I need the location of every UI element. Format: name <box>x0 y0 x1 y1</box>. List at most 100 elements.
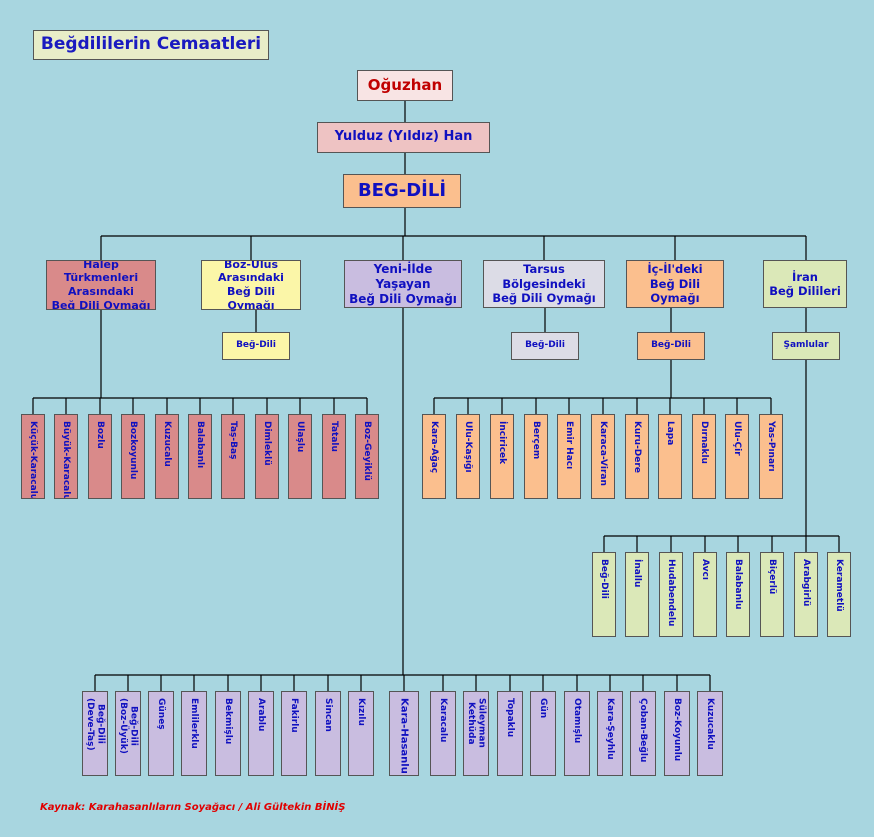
leaf-ic-il: Kuru-Dere <box>625 414 649 499</box>
leaf-iran: Hudabendelu <box>659 552 683 637</box>
leaf-ic-il: Ulu-Kaşığı <box>456 414 480 499</box>
leaf-label: Güneş <box>156 698 166 730</box>
leaf-ic-il: Kara-Ağaç <box>422 414 446 499</box>
leaf-label: Kızılu <box>356 698 366 726</box>
leaf-iran: Avcı <box>693 552 717 637</box>
subgroup-ic-il: Beğ-Dili <box>637 332 705 360</box>
leaf-label: Emlilerklu <box>189 698 199 749</box>
leaf-ic-il: Berçem <box>524 414 548 499</box>
leaf-label: Kara-Şeyhlu <box>605 698 615 760</box>
leaf-label: Gün <box>538 698 548 719</box>
leaf-label: Topaklu <box>505 698 515 738</box>
leaf-label: Büyük-Karacalu <box>61 421 71 499</box>
leaf-ic-il: Ulu-Çir <box>725 414 749 499</box>
leaf-label: İnciricek <box>497 421 507 465</box>
leaf-yeni-il: Topaklu <box>497 691 523 776</box>
leaf-halep: Bozlu <box>88 414 112 499</box>
leaf-label: Kara-Hasanlu <box>398 698 410 774</box>
leaf-iran: Arabgirlü <box>794 552 818 637</box>
leaf-yeni-il: Kızılu <box>348 691 374 776</box>
root-node: Oğuzhan <box>357 70 453 101</box>
leaf-yeni-il: Güneş <box>148 691 174 776</box>
group-yeni-il: Yeni-İlde Yaşayan Beğ Dili Oymağı <box>344 260 462 308</box>
leaf-yeni-il: Kara-Hasanlu <box>389 691 419 776</box>
leaf-label: Fakirlu <box>289 698 299 733</box>
leaf-halep: Bozkoyunlu <box>121 414 145 499</box>
leaf-label: Bozkoyunlu <box>128 421 138 480</box>
leaf-label: Hudabendelu <box>666 559 676 627</box>
leaf-yeni-il: Gün <box>530 691 556 776</box>
leaf-yeni-il: Kuzucaklu <box>697 691 723 776</box>
leaf-ic-il: Emir Hacı <box>557 414 581 499</box>
leaf-label: Dimleklü <box>262 421 272 466</box>
leaf-yeni-il: Arablu <box>248 691 274 776</box>
leaf-label: Küçük-Karacalu <box>28 421 38 499</box>
leaf-label: Kuzucalu <box>162 421 172 467</box>
leaf-halep: Büyük-Karacalu <box>54 414 78 499</box>
leaf-label: Beğ-Dili (Deve-Taş) <box>85 698 106 751</box>
leaf-iran: Beğ-Dili <box>592 552 616 637</box>
diagram-title: Beğdililerin Cemaatleri <box>33 30 269 60</box>
leaf-halep: Dimleklü <box>255 414 279 499</box>
leaf-label: Biçerlü <box>767 559 777 595</box>
leaf-yeni-il: Otamışlu <box>564 691 590 776</box>
leaf-label: Sincan <box>323 698 333 732</box>
group-boz-ulus: Boz-Ulus Arasındaki Beğ Dili Oymağı <box>201 260 301 310</box>
leaf-iran: Biçerlü <box>760 552 784 637</box>
leaf-label: İnallu <box>632 559 642 588</box>
group-ic-il: İç-İl'deki Beğ Dili Oymağı <box>626 260 724 308</box>
leaf-ic-il: İnciricek <box>490 414 514 499</box>
leaf-label: Kara-Ağaç <box>429 421 439 474</box>
leaf-label: Taş-Baş <box>228 421 238 460</box>
leaf-yeni-il: Emlilerklu <box>181 691 207 776</box>
leaf-label: Balabanlı <box>195 421 205 469</box>
leaf-label: Ulaşlu <box>295 421 305 453</box>
subgroup-iran: Şamlular <box>772 332 840 360</box>
leaf-iran: İnallu <box>625 552 649 637</box>
leaf-ic-il: Lapa <box>658 414 682 499</box>
leaf-yeni-il: Bekmişlu <box>215 691 241 776</box>
leaf-label: Çoban-Beğlu <box>638 698 648 763</box>
leaf-label: Karaca-Viran <box>598 421 608 486</box>
leaf-label: Lapa <box>665 421 675 446</box>
leaf-iran: Kerametlü <box>827 552 851 637</box>
leaf-label: Boz-Geyiklü <box>362 421 372 481</box>
leaf-ic-il: Dırnaklu <box>692 414 716 499</box>
leaf-yeni-il: Çoban-Beğlu <box>630 691 656 776</box>
leaf-label: Beğ-Dili <box>599 559 609 599</box>
leaf-yeni-il: Sincan <box>315 691 341 776</box>
leaf-label: Karacalu <box>438 698 448 743</box>
leaf-label: Süleyman Kethüda <box>466 698 487 748</box>
leaf-ic-il: Yas-Pınarı <box>759 414 783 499</box>
leaf-yeni-il: Boz-Koyunlu <box>664 691 690 776</box>
subgroup-tarsus: Beğ-Dili <box>511 332 579 360</box>
leaf-iran: Balabanlu <box>726 552 750 637</box>
leaf-label: Otamışlu <box>572 698 582 744</box>
leaf-yeni-il: Fakirlu <box>281 691 307 776</box>
leaf-label: Bozlu <box>95 421 105 449</box>
leaf-halep: Kuzucalu <box>155 414 179 499</box>
leaf-halep: Boz-Geyiklü <box>355 414 379 499</box>
group-halep: Halep Türkmenleri Arasındaki Beğ Dili Oy… <box>46 260 156 310</box>
leaf-label: Kuzucaklu <box>705 698 715 750</box>
level3-node: BEG-DİLİ <box>343 174 461 208</box>
leaf-label: Ulu-Kaşığı <box>463 421 473 473</box>
source-caption: Kaynak: Karahasanlıların Soyağacı / Ali … <box>40 802 346 813</box>
leaf-label: Arablu <box>256 698 266 732</box>
group-tarsus: Tarsus Bölgesindeki Beğ Dili Oymağı <box>483 260 605 308</box>
leaf-halep: Taş-Baş <box>221 414 245 499</box>
leaf-yeni-il: Beğ-Dili (Deve-Taş) <box>82 691 108 776</box>
leaf-label: Berçem <box>531 421 541 460</box>
leaf-label: Kerametlü <box>834 559 844 612</box>
leaf-yeni-il: Kara-Şeyhlu <box>597 691 623 776</box>
leaf-label: Tatalu <box>329 421 339 452</box>
group-iran: İran Beğ Dilileri <box>763 260 847 308</box>
leaf-label: Yas-Pınarı <box>766 421 776 472</box>
leaf-halep: Küçük-Karacalu <box>21 414 45 499</box>
leaf-label: Emir Hacı <box>564 421 574 470</box>
subgroup-boz-ulus: Beğ-Dili <box>222 332 290 360</box>
leaf-ic-il: Karaca-Viran <box>591 414 615 499</box>
leaf-label: Ulu-Çir <box>732 421 742 456</box>
